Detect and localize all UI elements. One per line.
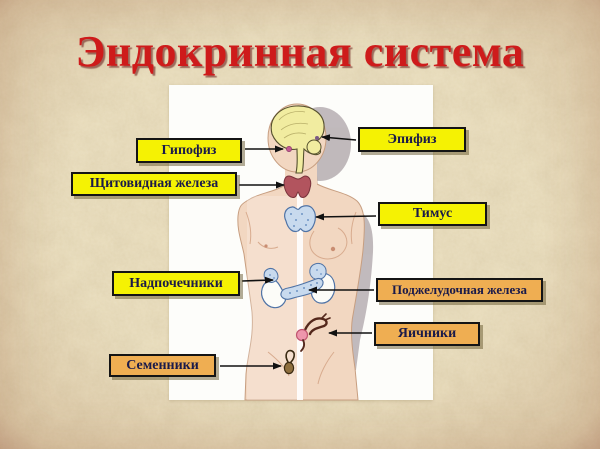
pineal-gland-shape [315,136,319,140]
page-title: Эндокринная система [75,27,525,76]
gland-speckles [269,269,322,294]
label-adrenals: Надпочечники [112,271,240,296]
callout-arrows [220,134,377,370]
brain-shape [270,105,325,174]
label-thyroid: Щитовидная железа [71,172,237,196]
cerebellum-shape [306,139,322,155]
kidneys-adrenals-pancreas [261,263,336,309]
thymus-gland-shape [284,205,316,233]
testis-shape [283,349,296,375]
body-contour-lines [245,211,357,385]
arrow-adrenals [241,276,274,284]
label-pituitary: Гипофиз [136,138,242,163]
thymus-speckles [290,213,309,227]
label-ovaries: Яичники [374,322,480,346]
arrow-thymus [315,213,377,221]
brain-folds [278,111,309,139]
label-pineal: Эпифиз [358,127,466,152]
label-pancreas: Поджелудочная железа [376,278,543,302]
right-adrenal-shape [309,263,327,280]
left-kidney-shape [261,279,287,309]
thyroid-gland-shape [283,175,312,198]
label-testes: Семенники [109,354,216,377]
ovary-shape [295,313,331,352]
body-midline [297,194,303,400]
pancreas-shape [280,277,324,300]
label-thymus: Тимус [378,202,487,226]
pituitary-gland-shape [286,146,292,152]
arrow-pineal [321,134,357,142]
